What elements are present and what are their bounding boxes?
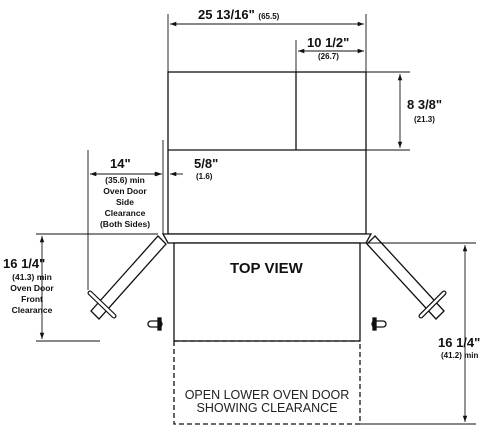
front-clearance-note: (41.3) min Oven Door Front Clearance [10,272,54,315]
cabinet-outline [167,71,367,235]
right-front-handle-post [372,317,377,331]
open-door-outline [173,341,361,425]
upper-height-metric: (21.3) [414,115,435,124]
right-width-metric: (26.7) [318,52,339,61]
right-open-door [366,235,445,320]
upper-height-value: 8 3/8" [407,97,443,112]
right-door-handle-inner [419,291,446,318]
left-open-door [90,235,167,320]
open-door-caption: OPEN LOWER OVEN DOOR SHOWING CLEARANCE [184,388,350,415]
left-door-handle-inner [88,291,116,318]
lower-clearance-metric: (41.2) min [441,351,479,360]
oven-front-lip [161,233,373,244]
front-offset-value: 5/8" [194,156,219,171]
view-title: TOP VIEW [230,260,303,277]
lower-clearance-value: 16 1/4" [438,335,481,350]
right-width-value: 10 1/2" [307,35,350,50]
left-front-handle-post [157,317,162,331]
side-clearance-note: (35.6) min Oven Door Side Clearance (Bot… [99,175,151,229]
front-clearance-value: 16 1/4" [3,256,46,271]
front-offset-metric: (1.6) [196,172,213,181]
side-clearance-value: 14" [110,156,131,171]
oven-body [173,242,361,342]
top-width-label: 25 13/16" (65.5) [198,7,280,22]
